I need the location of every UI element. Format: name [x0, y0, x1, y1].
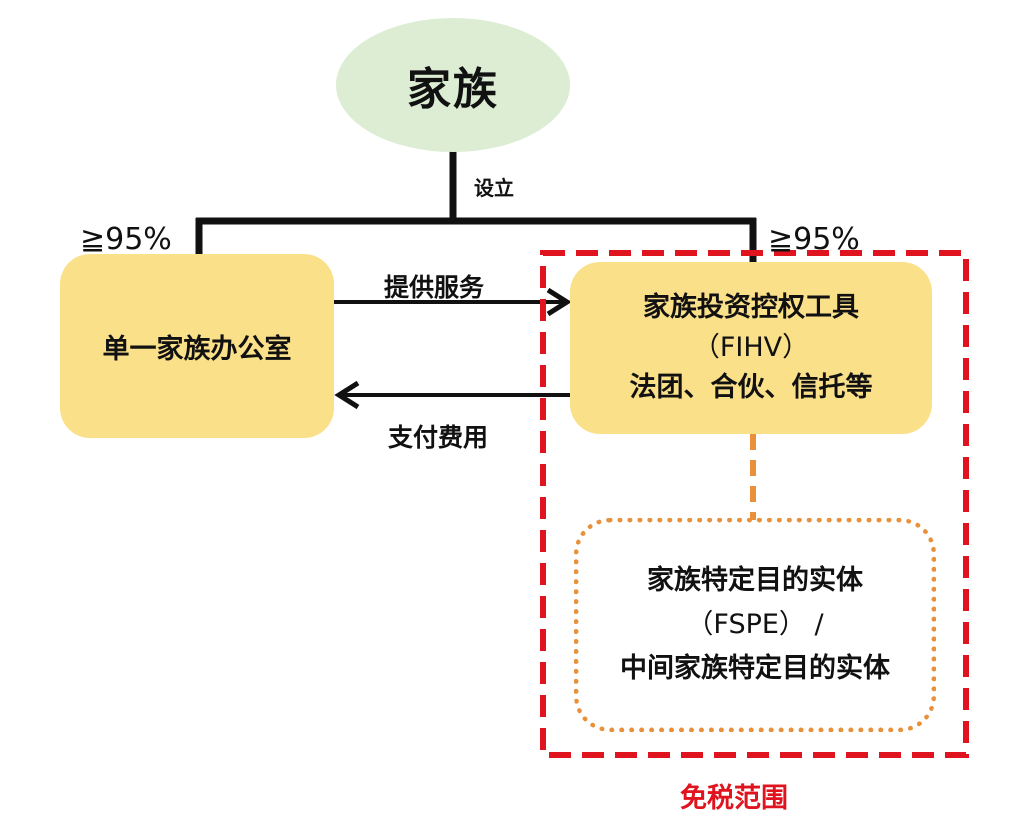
left-ownership-label: ≧95% [80, 222, 172, 257]
fspe-node: 家族特定目的实体 （FSPE） / 中间家族特定目的实体 [574, 518, 936, 732]
tax-exempt-label: 免税范围 [680, 783, 788, 814]
fspe-abbr: （FSPE） / [686, 609, 824, 640]
family-node: 家族 [336, 18, 570, 152]
fihv-title: 家族投资控权工具 [643, 292, 859, 323]
fihv-node: 家族投资控权工具 （FIHV） 法团、合伙、信托等 [570, 262, 932, 434]
pay-fees-label: 支付费用 [388, 423, 489, 452]
single-family-office-label: 单一家族办公室 [102, 333, 292, 365]
family-label: 家族 [407, 64, 499, 115]
right-ownership-label: ≧95% [768, 222, 860, 257]
fspe-title: 家族特定目的实体 [647, 565, 863, 596]
single-family-office-node: 单一家族办公室 [60, 254, 334, 438]
provide-services-label: 提供服务 [384, 273, 485, 302]
fihv-types: 法团、合伙、信托等 [629, 372, 873, 403]
establish-label: 设立 [474, 176, 514, 200]
fspe-intermediate: 中间家族特定目的实体 [620, 653, 890, 684]
provide-services-arrowhead [546, 287, 572, 317]
tax-exempt-region [540, 250, 969, 758]
pay-fees-arrowhead [334, 380, 360, 410]
fihv-abbr: （FIHV） [692, 332, 810, 363]
